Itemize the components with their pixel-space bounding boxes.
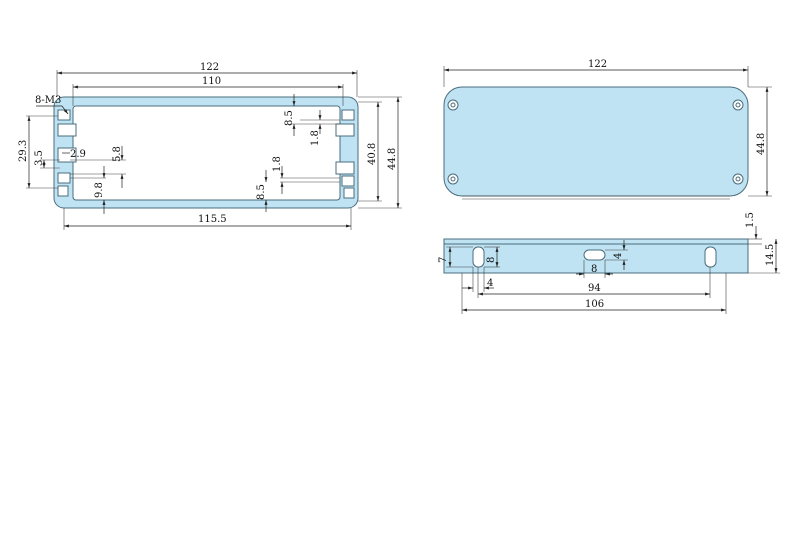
dim-hole-spacing: 94 (588, 283, 601, 294)
right-slots (335, 109, 355, 199)
dim-front-height: 44.8 (387, 148, 398, 170)
dim-rib-upper-pos: 8.5 (284, 110, 295, 126)
slot-left (472, 246, 485, 268)
front-profile-view: 122 110 115.5 44.8 40.8 8-M3 29.3 (18, 62, 402, 230)
dim-slot-height: 7 (438, 257, 449, 263)
dim-slot-len: 8 (486, 257, 497, 263)
dim-front-width: 122 (200, 62, 219, 73)
dim-rib-lower-pos: 8.5 (256, 184, 267, 200)
flange-view: 1.5 14.5 7 8 4 8 4 (438, 212, 780, 314)
slot-right (704, 246, 717, 268)
dim-front-inner-height: 40.8 (367, 143, 378, 165)
dim-front-inner-width: 110 (202, 76, 221, 87)
dim-slot-offset: 2.9 (70, 149, 86, 160)
dim-slot-gap: 3.5 (34, 150, 45, 166)
dim-plate-thk: 1.5 (745, 212, 756, 228)
dim-center-slot-height: 4 (613, 253, 624, 259)
dim-rib-lower-thk: 1.8 (272, 156, 283, 172)
label-screw-callout: 8-M3 (35, 95, 61, 106)
dim-endplate-width: 122 (588, 59, 607, 70)
dim-slot-depth: 5.8 (112, 146, 123, 162)
dim-slot-span: 29.3 (18, 140, 29, 162)
dim-flange-height: 14.5 (765, 244, 776, 266)
dim-rib-upper-thk: 1.8 (310, 130, 321, 146)
dim-front-bottom-width: 115.5 (198, 214, 227, 225)
left-slots (57, 109, 77, 197)
slot-center (583, 249, 606, 261)
dim-slot-bottom: 9.8 (94, 182, 105, 198)
dim-overall-span: 106 (585, 299, 604, 310)
dim-center-slot-width: 8 (591, 264, 597, 275)
end-plate-view: 122 44.8 (443, 59, 772, 200)
dim-endplate-height: 44.8 (756, 133, 767, 155)
end-plate (443, 86, 749, 197)
dim-slot-offset: 4 (487, 278, 493, 289)
